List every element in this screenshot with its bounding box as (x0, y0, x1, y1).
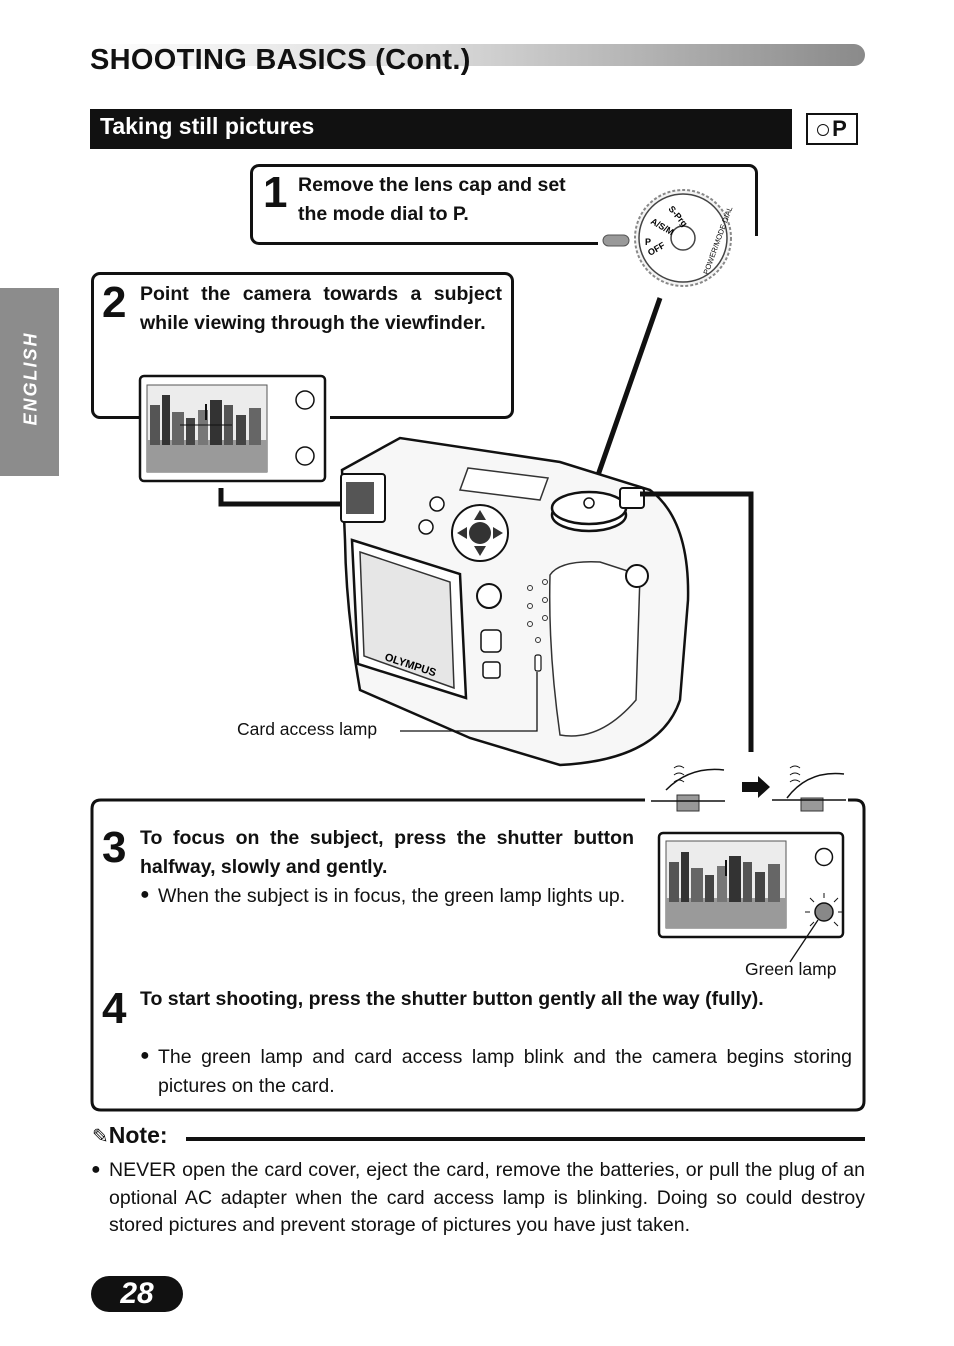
shutter-half-press-illustration (651, 765, 725, 812)
note-heading: ✎Note: (92, 1122, 168, 1149)
note-rule (186, 1137, 865, 1141)
step-2-number: 2 (102, 278, 127, 327)
shutter-full-press-illustration (772, 765, 846, 812)
step-3-bullet: When the subject is in focus, the green … (158, 885, 626, 907)
pencil-icon: ✎ (92, 1126, 109, 1148)
mode-p-icon: P (806, 113, 858, 145)
note-label: Note: (108, 1122, 168, 1148)
header-bar (90, 44, 865, 66)
step-1-number: 1 (263, 168, 288, 217)
card-access-lamp-caption: Card access lamp (237, 719, 378, 739)
step-4-text: To start shooting, press the shutter but… (140, 988, 764, 1010)
bullet-icon: ● (140, 886, 150, 903)
viewfinder-preview-3 (657, 831, 845, 939)
section-bar (90, 109, 792, 149)
step-4-number: 4 (102, 984, 127, 1033)
page-number-pill (91, 1276, 183, 1312)
language-tab (0, 288, 59, 476)
page-title: SHOOTING BASICS (Cont.) (90, 44, 471, 76)
mode-letter: P (832, 116, 847, 141)
step-3-text: To focus on the subject, press the shutt… (140, 827, 634, 878)
mode-dial: S-Prg A/S/M P OFF POWER/MODE DIAL (634, 189, 734, 287)
page-number: 28 (120, 1277, 154, 1310)
step-3-number: 3 (102, 823, 127, 872)
bullet-icon: ● (140, 1047, 150, 1064)
step-1-box (250, 164, 758, 245)
arrow-right-icon (742, 776, 770, 798)
green-lamp-icon (814, 902, 834, 922)
viewfinder-preview-2 (138, 374, 327, 483)
note-text: NEVER open the card cover, eject the car… (109, 1159, 865, 1236)
step-1-text: Remove the lens cap and set the mode dia… (298, 174, 566, 225)
step-2-text: Point the camera towards a subject while… (140, 283, 502, 334)
green-lamp-caption: Green lamp (745, 959, 837, 979)
dial-label-p: P (645, 237, 651, 247)
section-title: Taking still pictures (100, 113, 315, 139)
bullet-icon: ● (91, 1161, 101, 1178)
step-4-bullet: The green lamp and card access lamp blin… (158, 1046, 852, 1097)
camera-body: OLYMPUS (340, 436, 690, 767)
